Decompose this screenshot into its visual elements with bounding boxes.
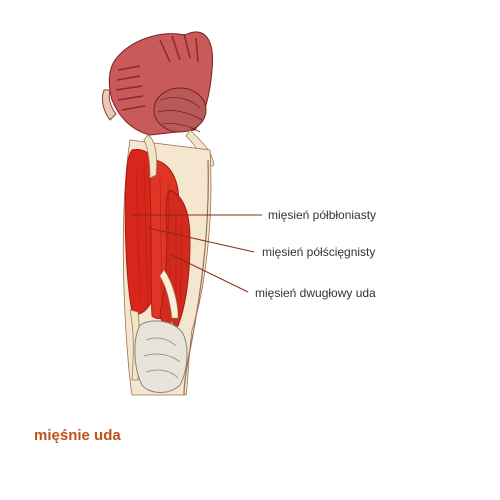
iliac-crest	[101, 89, 117, 121]
upper-tendon	[143, 134, 157, 179]
knee-detail	[143, 337, 181, 379]
muscle-fibers	[135, 164, 183, 315]
knee-region	[134, 320, 188, 393]
label-semimembranosus: mięsień półbłoniasty	[268, 208, 376, 222]
label-biceps-femoris: mięsień dwugłowy uda	[255, 286, 376, 300]
leader-biceps-femoris	[169, 253, 249, 293]
lateral-band	[183, 159, 209, 396]
thigh-region	[122, 134, 212, 396]
label-semitendinosus: mięsień półścięgnisty	[262, 245, 375, 259]
label-leaders	[132, 214, 262, 293]
gluteal-deep-muscle	[153, 87, 207, 133]
gluteal-fibers	[157, 97, 203, 133]
tendon-highlight	[159, 269, 179, 319]
pelvis-region	[101, 31, 215, 169]
knee-joint	[134, 320, 188, 393]
leader-semitendinosus	[147, 227, 255, 253]
labels: mięsień półbłoniasty mięsień półścięgnis…	[255, 208, 376, 300]
sacrum-ribs	[115, 33, 199, 111]
figure-caption: mięśnie uda	[34, 427, 121, 444]
